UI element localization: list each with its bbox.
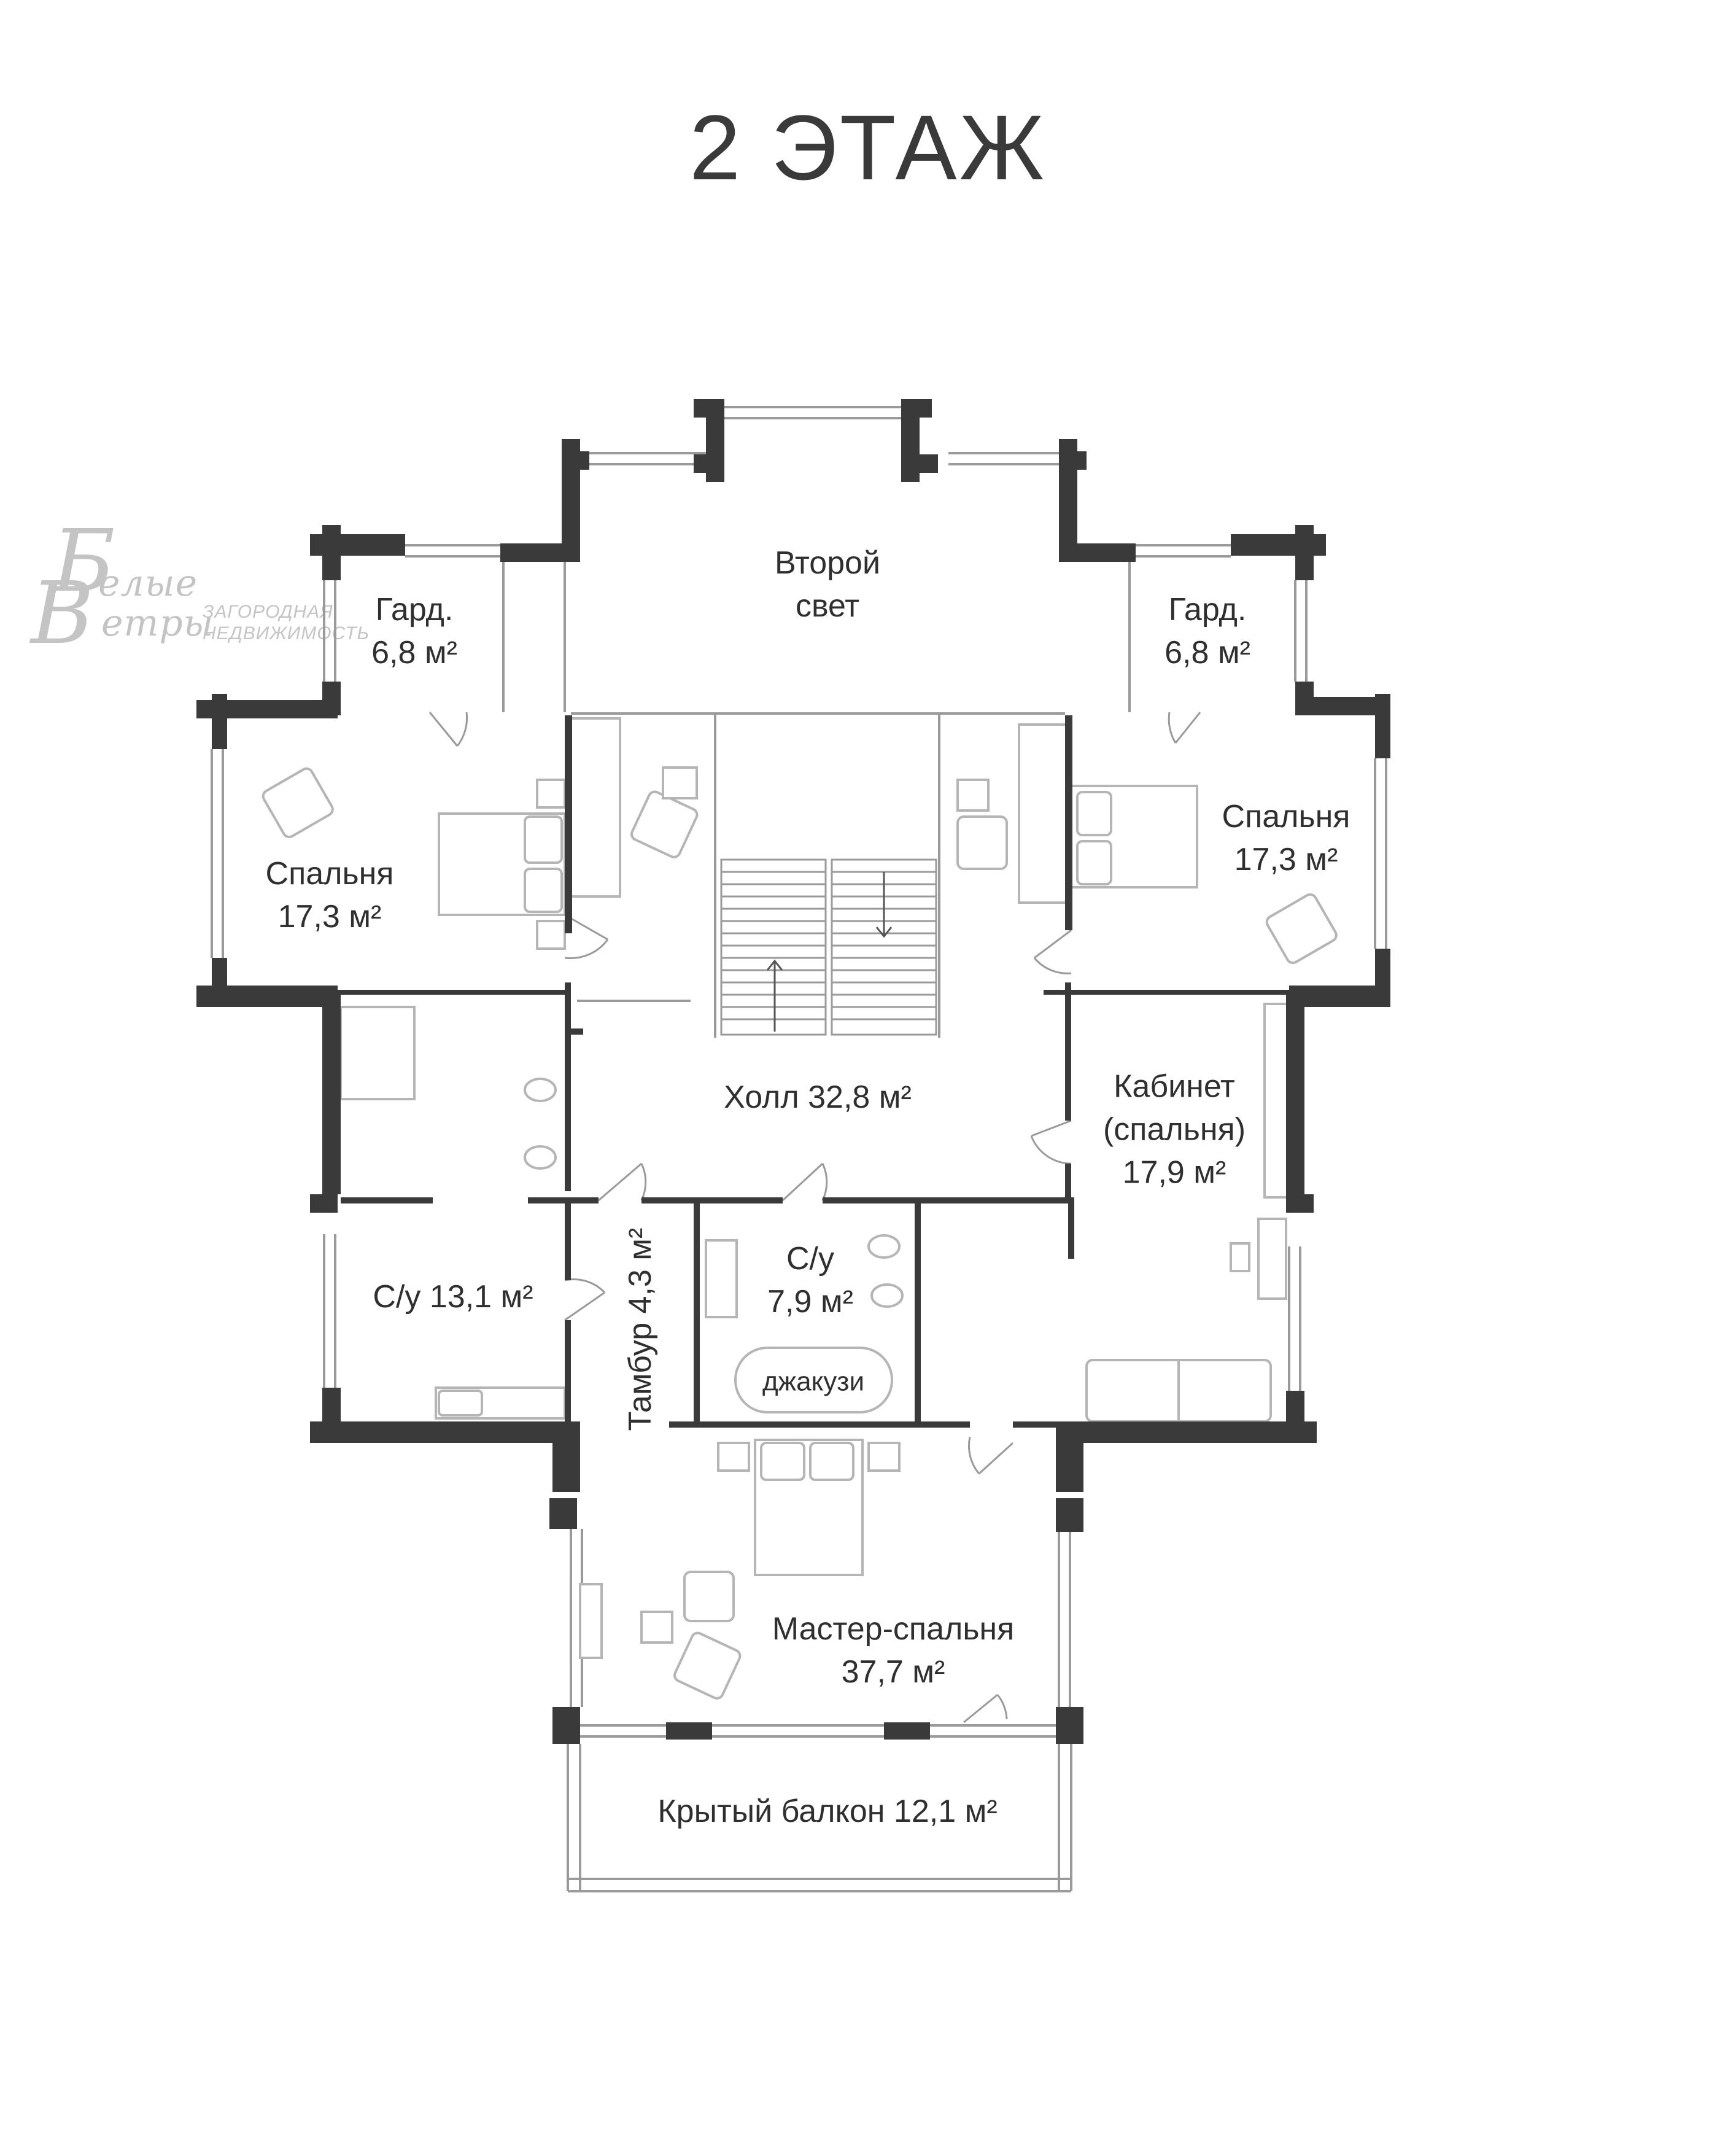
room-label-balcony: Крытый балкон 12,1 м² [657,1793,998,1829]
room-label-hall: Холл 32,8 м² [724,1079,912,1115]
staircase [720,858,937,1036]
room-label-bedroom-right: Спальня 17,3 м² [1222,798,1350,877]
logo-word-2: етры [101,602,214,645]
logo-word-1: елые [98,562,198,605]
room-label-office: Кабинет (спальня) 17,9 м² [1102,1068,1246,1191]
fixture-label-jacuzzi: джакузи [762,1366,865,1397]
logo-initial-2: В [31,564,94,664]
room-label-vestibule: Тамбур 4,3 м² [622,1227,658,1431]
furniture [262,717,1338,1700]
room-label-bedroom-left: Спальня 17,3 м² [265,855,394,935]
logo-initial-1: Б [52,511,115,612]
room-label-wardrobe-left: Гард. 6,8 м² [371,591,457,671]
logo-tagline-1: ЗАГОРОДНАЯ [203,602,333,622]
room-label-bath-center: С/у 7,9 м² [767,1240,853,1320]
logo-tagline-2: НЕДВИЖИМОСТЬ [203,623,370,643]
doors [428,712,1201,1724]
room-label-wardrobe-right: Гард. 6,8 м² [1164,591,1250,671]
room-label-bath-left: С/у 13,1 м² [373,1278,533,1315]
walls [196,399,1390,1744]
thin-lines [211,406,1387,1892]
room-label-second-light: Второй свет [775,545,880,624]
page-title: 2 ЭТАЖ [689,96,1047,199]
room-label-master-bedroom: Мастер-спальня 37,7 м² [772,1611,1015,1690]
brand-logo: Б елые В етры ЗАГОРОДНАЯ НЕДВИЖИМОСТЬ [25,504,370,664]
